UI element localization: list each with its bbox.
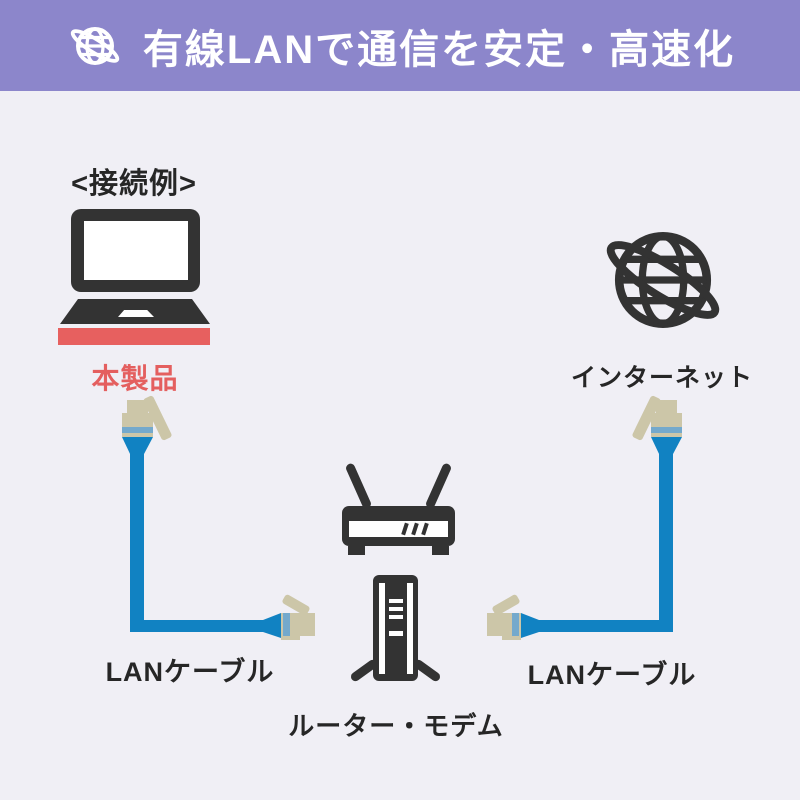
router-front-panel	[349, 521, 448, 537]
rj45-connector-stripe	[651, 427, 682, 433]
router-foot-left	[348, 546, 365, 555]
rj45-connector-lip	[122, 433, 153, 437]
rj45-connector-lip	[651, 433, 682, 437]
rj45-connector-body	[651, 413, 682, 427]
cable-vertical-run	[659, 453, 673, 632]
connection-example-label: <接続例>	[71, 168, 197, 200]
rj45-connector-nose	[656, 400, 677, 413]
cable-horizontal-run	[130, 620, 264, 632]
modem-led-bar	[389, 607, 403, 611]
router-antenna-left	[344, 462, 373, 510]
modem-stripe-right	[407, 583, 413, 674]
rj45-connector-step	[281, 634, 300, 640]
internet-globe-icon	[606, 231, 720, 329]
lan-cable-left-label: LANケーブル	[105, 657, 275, 687]
cable-strain-relief	[263, 613, 281, 638]
header-banner: 有線LANで通信を安定・高速化	[0, 0, 800, 91]
cable-strain-relief	[521, 613, 539, 638]
router-modem-label: ルーター・モデム	[288, 711, 504, 741]
rj45-connector-nose	[127, 400, 148, 413]
router-antenna-right	[424, 462, 453, 510]
modem-led-bar	[389, 615, 403, 619]
globe-orbit-icon	[70, 26, 120, 65]
cable-strain-relief	[651, 437, 682, 454]
rj45-connector-body	[122, 413, 153, 427]
product-highlight-bar	[58, 328, 210, 345]
rj45-connector-stripe	[122, 427, 153, 433]
laptop-screen	[84, 221, 188, 280]
lan-cable-right-label: LANケーブル	[527, 660, 697, 690]
router-foot-right	[432, 546, 449, 555]
header-title: 有線LANで通信を安定・高速化	[142, 27, 736, 72]
rj45-connector-stripe	[283, 613, 290, 636]
cable-horizontal-run	[539, 620, 673, 632]
rj45-connector-step	[502, 634, 521, 640]
laptop-base-notch	[118, 310, 154, 317]
modem-led-bar	[389, 599, 403, 603]
internet-label: インターネット	[570, 364, 753, 392]
modem-led-bar	[389, 631, 403, 636]
modem-stripe-left	[379, 583, 385, 674]
cable-strain-relief	[122, 437, 153, 454]
rj45-connector-stripe	[512, 613, 519, 636]
product-label: 本製品	[91, 363, 179, 394]
cable-vertical-run	[130, 453, 144, 632]
